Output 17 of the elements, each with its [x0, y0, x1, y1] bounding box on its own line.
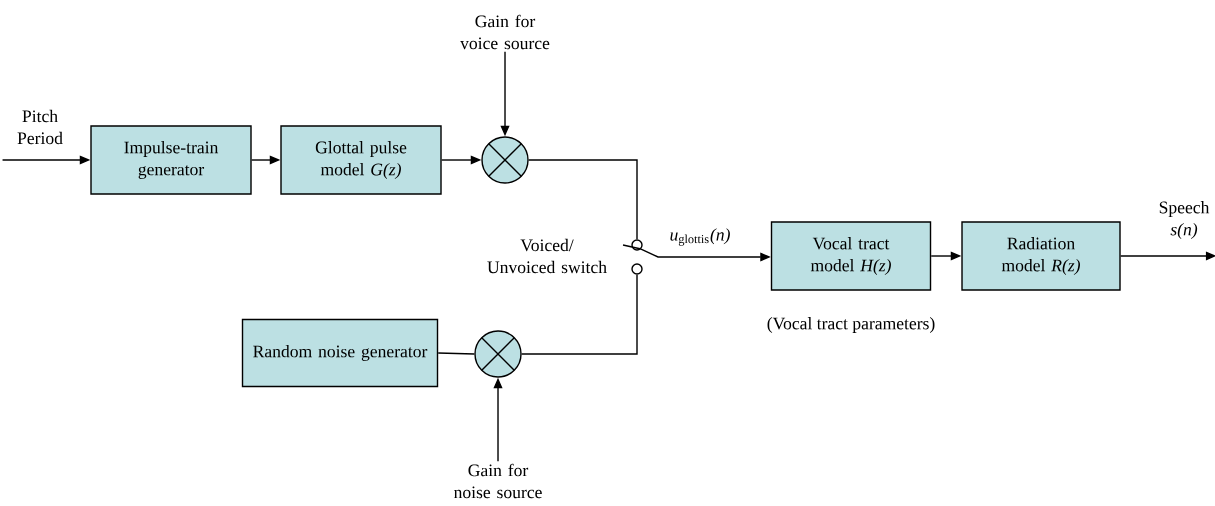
process-box: Glottal pulse model G(z)	[280, 125, 442, 195]
process-box: Random noise generator	[241, 318, 439, 388]
switch-label: Voiced/ Unvoiced switch	[487, 238, 607, 274]
gain-label: Gain for voice source	[460, 14, 550, 50]
output-label: Speech s(n)	[1159, 201, 1210, 239]
arrow	[1120, 251, 1215, 261]
switch-terminal	[631, 263, 643, 275]
process-box: Vocal tract model H(z)	[770, 221, 932, 291]
annotation-text: (Vocal tract parameters)	[767, 317, 935, 333]
input-label: Pitch Period	[17, 109, 63, 145]
gain-label: Gain for noise source	[454, 463, 542, 499]
edge-label: u$_{glottis}$(n)	[667, 226, 733, 248]
multiplier-symbol	[481, 136, 529, 184]
process-box: Radiation model R(z)	[961, 221, 1121, 291]
multiplier-symbol	[474, 330, 522, 378]
switch-terminal	[631, 239, 643, 251]
process-box: Impulse-train generator	[90, 125, 252, 195]
